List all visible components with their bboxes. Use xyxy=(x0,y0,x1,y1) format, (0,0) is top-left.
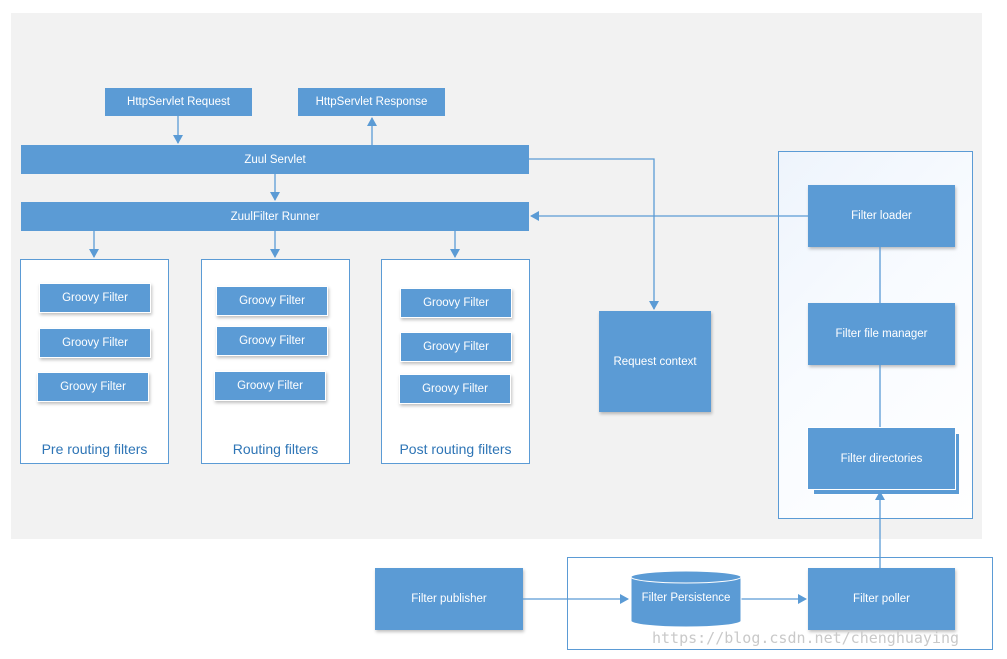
filter-persistence-label: Filter Persistence xyxy=(641,592,731,604)
filter-poller-box: Filter poller xyxy=(808,568,955,630)
post-groovy-filter-2: Groovy Filter xyxy=(400,332,512,362)
filter-persistence-cylinder xyxy=(630,570,742,628)
post-routing-filters-label: Post routing filters xyxy=(399,441,512,457)
httpservlet-response-box: HttpServlet Response xyxy=(298,88,445,116)
routing-groovy-filter-2: Groovy Filter xyxy=(216,326,328,356)
pre-routing-filters-label: Pre routing filters xyxy=(41,441,148,457)
filter-directories-box: Filter directories xyxy=(807,427,956,490)
routing-groovy-filter-1: Groovy Filter xyxy=(216,286,328,316)
pre-groovy-filter-1: Groovy Filter xyxy=(39,283,151,313)
pre-groovy-filter-2: Groovy Filter xyxy=(39,328,151,358)
post-groovy-filter-1: Groovy Filter xyxy=(400,288,512,318)
filter-loader-box: Filter loader xyxy=(808,185,955,247)
httpservlet-request-box: HttpServlet Request xyxy=(105,88,252,116)
request-context-box: Request context xyxy=(599,311,711,412)
zuul-servlet-bar: Zuul Servlet xyxy=(21,145,529,174)
routing-filters-label: Routing filters xyxy=(232,441,319,457)
filter-publisher-box: Filter publisher xyxy=(375,568,523,630)
pre-groovy-filter-3: Groovy Filter xyxy=(37,372,149,402)
servlet-to-request-context-arrow xyxy=(529,158,659,310)
routing-groovy-filter-3: Groovy Filter xyxy=(214,371,326,401)
post-groovy-filter-3: Groovy Filter xyxy=(399,374,511,404)
zuulfilter-runner-bar: ZuulFilter Runner xyxy=(21,202,529,231)
watermark-text: https://blog.csdn.net/chenghuaying xyxy=(652,629,960,647)
filter-file-manager-box: Filter file manager xyxy=(808,303,955,365)
